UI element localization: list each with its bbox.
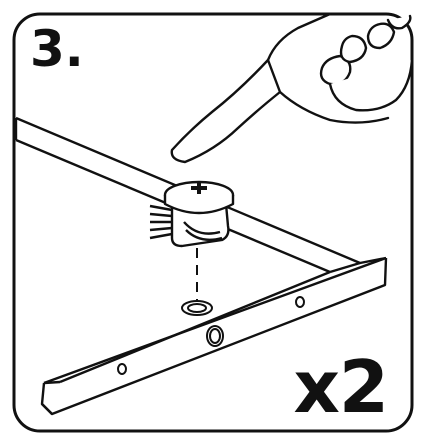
step-number: 3. bbox=[30, 20, 84, 78]
pointing-hand-icon bbox=[170, 12, 414, 164]
insertion-hole-icon bbox=[181, 300, 213, 316]
side-holes bbox=[117, 296, 305, 375]
quantity-label: x2 bbox=[293, 345, 389, 429]
cam-lock-fitting-icon bbox=[149, 180, 235, 248]
